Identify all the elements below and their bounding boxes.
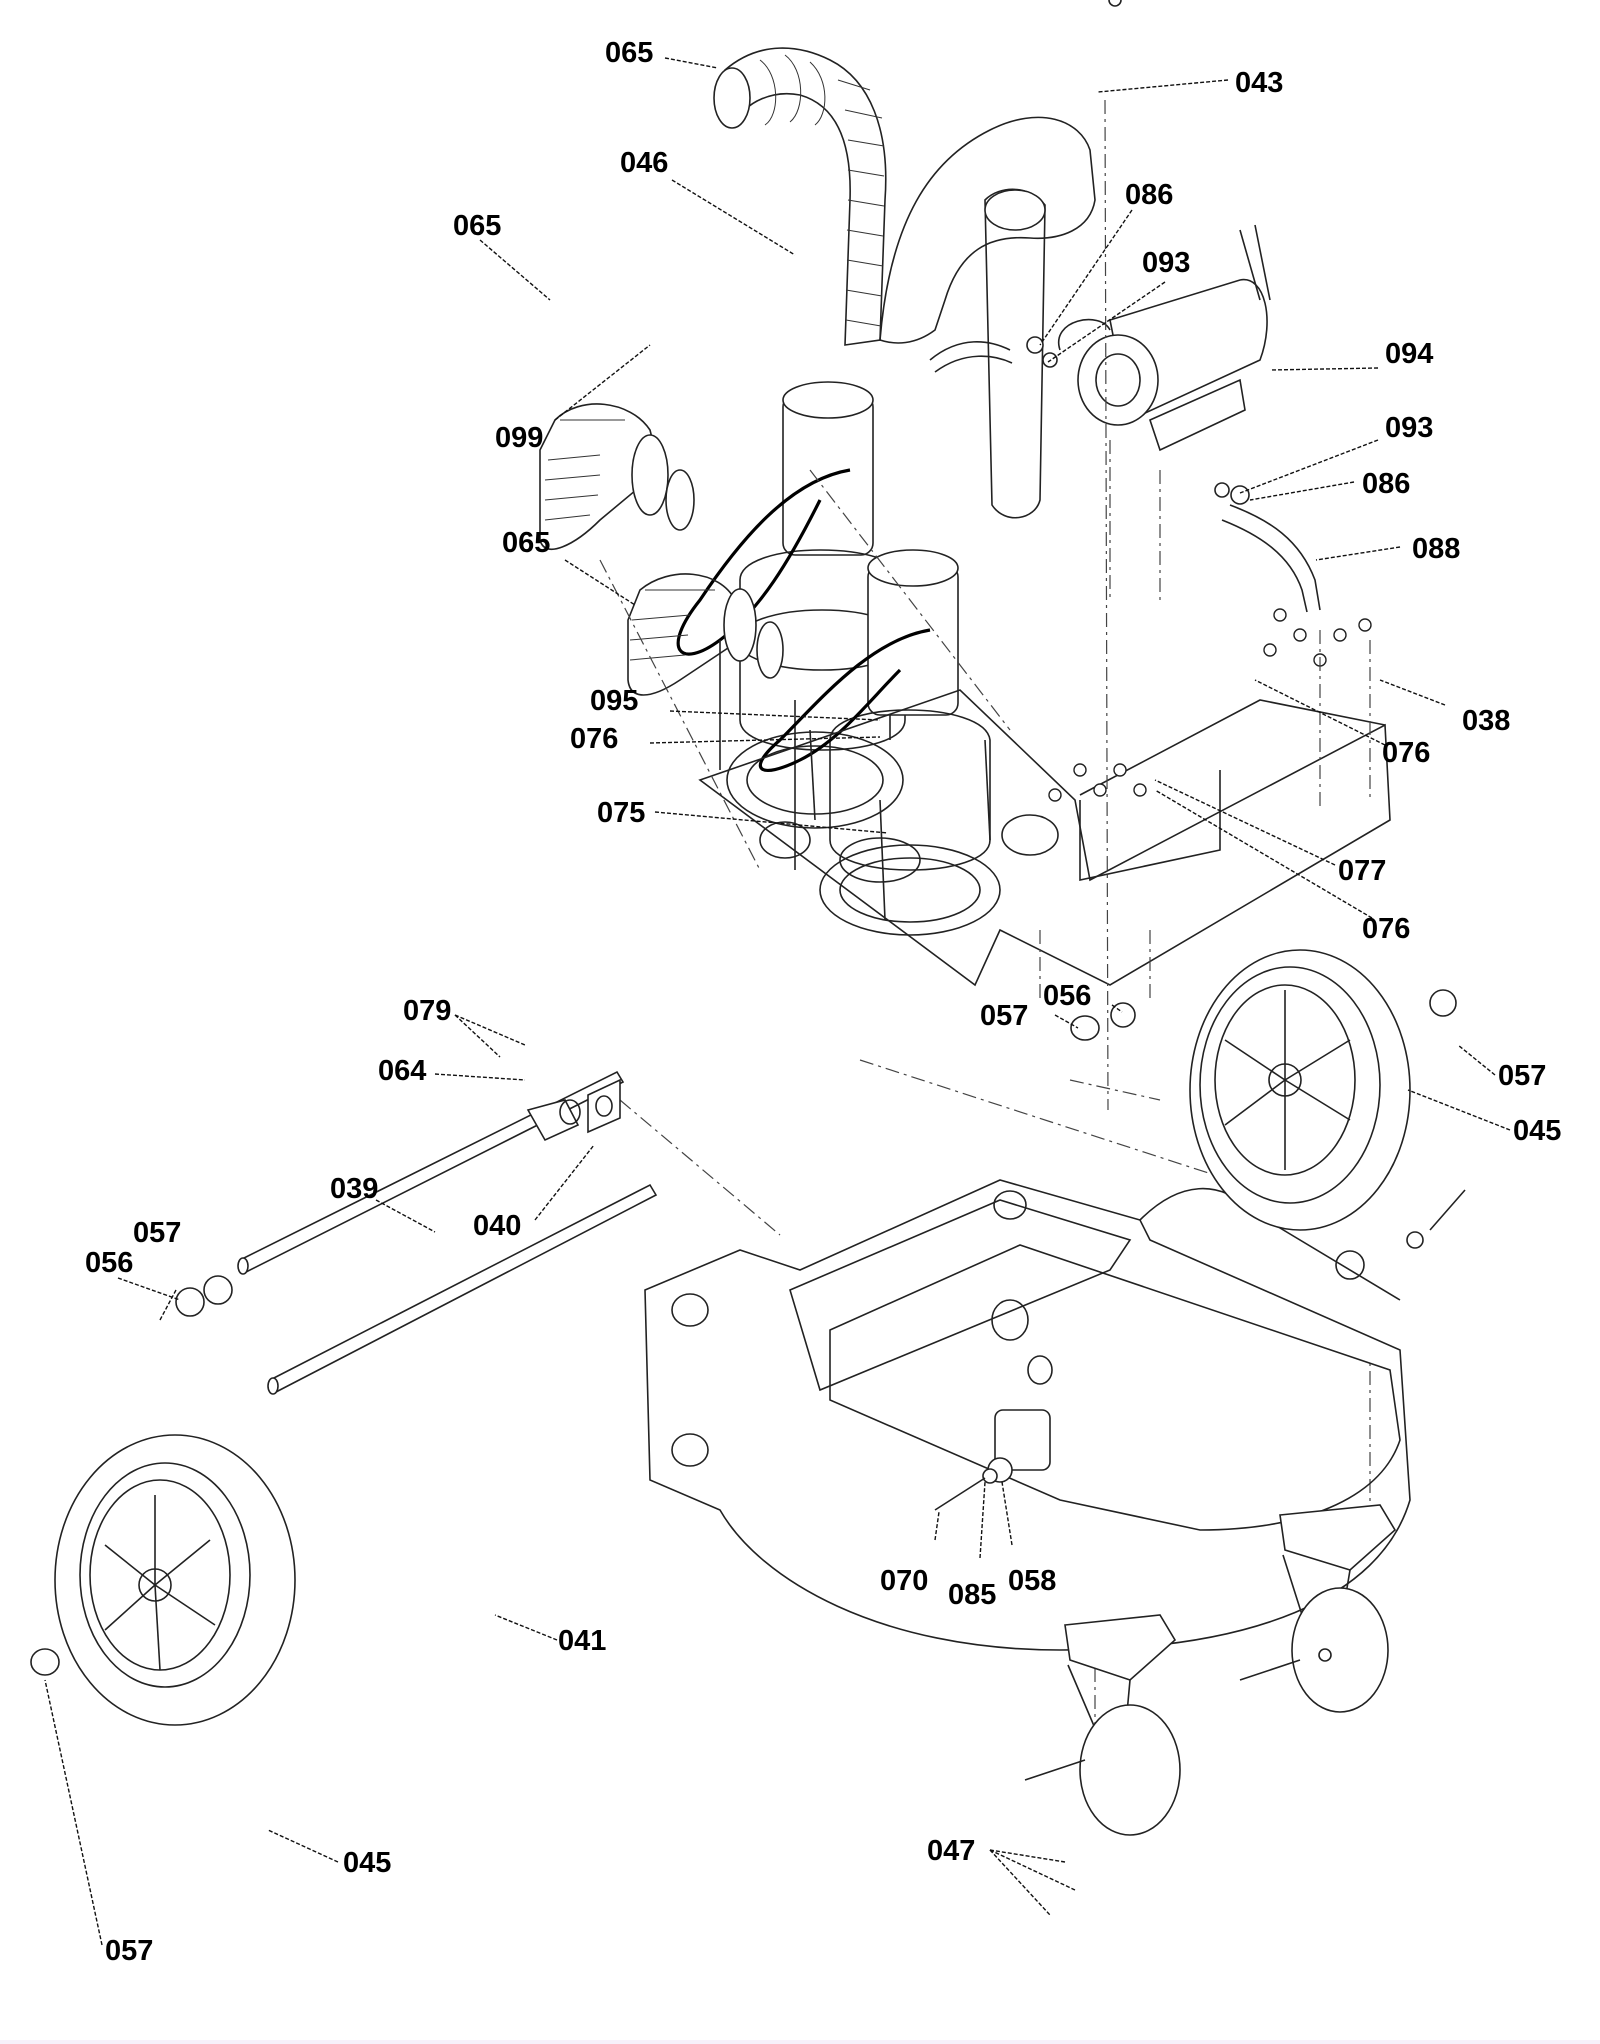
upper-hose — [713, 47, 887, 346]
callout-040[interactable]: 040 — [473, 1210, 521, 1242]
callout-057-right[interactable]: 057 — [1498, 1060, 1546, 1092]
caster-front — [1024, 0, 1181, 1836]
callout-038[interactable]: 038 — [1462, 705, 1510, 737]
callout-039[interactable]: 039 — [330, 1173, 378, 1205]
callout-086-upper[interactable]: 086 — [1125, 179, 1173, 211]
base-tank — [644, 1179, 1466, 1651]
callout-077[interactable]: 077 — [1338, 855, 1386, 887]
axle-caps-left — [175, 1275, 233, 1317]
callout-046[interactable]: 046 — [620, 147, 668, 179]
callout-045-left[interactable]: 045 — [343, 1847, 391, 1879]
rear-wheel-right — [1070, 949, 1457, 1231]
callout-041[interactable]: 041 — [558, 1625, 606, 1657]
callout-056-center[interactable]: 056 — [1043, 980, 1091, 1012]
mounting-plate — [698, 608, 1391, 987]
callout-045-right[interactable]: 045 — [1513, 1115, 1561, 1147]
callout-075[interactable]: 075 — [597, 797, 645, 829]
callout-099[interactable]: 099 — [495, 422, 543, 454]
callout-076-right-lower[interactable]: 076 — [1362, 913, 1410, 945]
side-hose-lower — [627, 573, 784, 696]
callout-076-right-upper[interactable]: 076 — [1382, 737, 1430, 769]
callout-047[interactable]: 047 — [927, 1835, 975, 1867]
callout-095[interactable]: 095 — [590, 685, 638, 717]
callout-057-center[interactable]: 057 — [980, 1000, 1028, 1032]
handle — [879, 116, 1096, 519]
callout-057-left-upper[interactable]: 057 — [133, 1217, 181, 1249]
caster-rear — [1239, 1504, 1397, 1713]
callout-076-left[interactable]: 076 — [570, 723, 618, 755]
callout-093-upper[interactable]: 093 — [1142, 247, 1190, 279]
callout-labels: 065 043 046 086 065 093 094 099 093 086 … — [85, 37, 1561, 1967]
bottom-border — [0, 2040, 1600, 2044]
axle-upper — [237, 1070, 625, 1275]
callout-086-lower[interactable]: 086 — [1362, 468, 1410, 500]
drain-tube — [929, 336, 1321, 613]
callout-088[interactable]: 088 — [1412, 533, 1460, 565]
callout-085[interactable]: 085 — [948, 1579, 996, 1611]
callout-056-left[interactable]: 056 — [85, 1247, 133, 1279]
callout-093-lower[interactable]: 093 — [1385, 412, 1433, 444]
assembly-lines — [599, 99, 1371, 1790]
connector-plate — [587, 1078, 621, 1134]
axle-lower — [267, 1183, 658, 1395]
upper-vacuum-motor — [676, 381, 908, 870]
callout-064[interactable]: 064 — [378, 1055, 426, 1087]
callout-065-top[interactable]: 065 — [605, 37, 653, 69]
callout-079[interactable]: 079 — [403, 995, 451, 1027]
lower-vacuum-motor — [758, 549, 1001, 936]
pump — [1057, 224, 1271, 452]
side-hose-upper — [539, 403, 695, 551]
callout-065-upper-side[interactable]: 065 — [453, 210, 501, 242]
callout-065-lower-side[interactable]: 065 — [502, 527, 550, 559]
callout-057-left-lower[interactable]: 057 — [105, 1935, 153, 1967]
hose-connector — [526, 1099, 581, 1142]
callout-058[interactable]: 058 — [1008, 1565, 1056, 1597]
callout-043[interactable]: 043 — [1235, 67, 1283, 99]
callout-094[interactable]: 094 — [1385, 338, 1433, 370]
rear-wheel-left — [30, 1434, 296, 1726]
leader-lines — [44, 57, 1511, 1946]
callout-070[interactable]: 070 — [880, 1565, 928, 1597]
